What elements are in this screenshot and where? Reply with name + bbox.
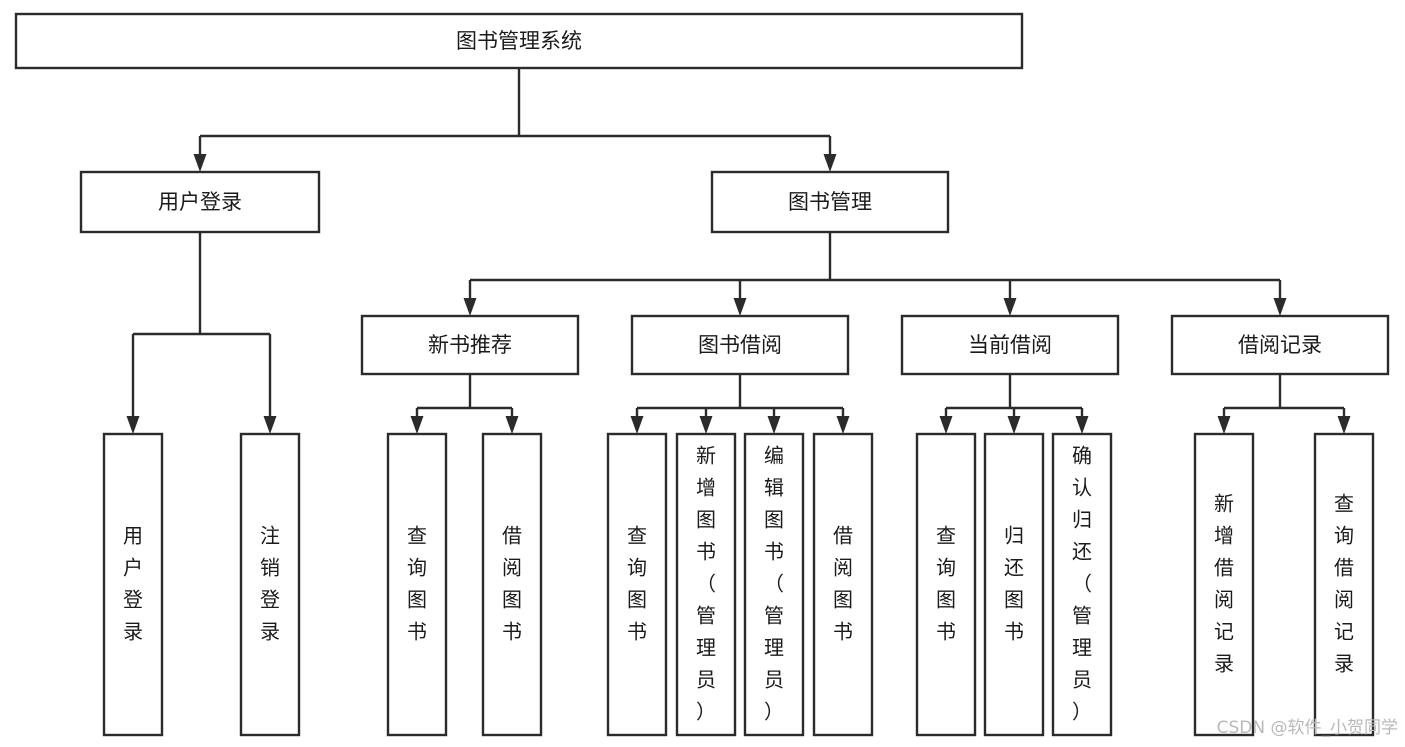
node-label: 查询图书 bbox=[407, 524, 427, 644]
connector-group bbox=[126, 232, 277, 434]
arrow-head-icon bbox=[1003, 298, 1017, 316]
node-label: 借阅图书 bbox=[833, 524, 853, 644]
node-label: 查询图书 bbox=[936, 524, 956, 644]
connector-group bbox=[463, 232, 1287, 316]
node-box[interactable] bbox=[812, 432, 874, 737]
node-user-login[interactable]: 用户登录 bbox=[79, 170, 321, 234]
arrow-head-icon bbox=[1075, 416, 1089, 434]
node-label: 当前借阅 bbox=[968, 333, 1052, 357]
connector-group bbox=[630, 374, 850, 434]
arrow-head-icon bbox=[410, 416, 424, 434]
node-label: 归还图书 bbox=[1004, 524, 1024, 644]
node-box[interactable] bbox=[900, 314, 1120, 376]
arrow-head-icon bbox=[1007, 416, 1021, 434]
node-label: 新书推荐 bbox=[428, 333, 512, 357]
nodes-layer: 图书管理系统用户登录图书管理新书推荐图书借阅当前借阅借阅记录用户登录注销登录查询… bbox=[14, 12, 1390, 737]
node-box[interactable] bbox=[102, 432, 164, 737]
arrow-head-icon bbox=[505, 416, 519, 434]
node-box[interactable] bbox=[915, 432, 977, 737]
node-label: 用户登录 bbox=[123, 524, 143, 644]
node-label: 图书借阅 bbox=[698, 333, 782, 357]
node-box[interactable] bbox=[14, 12, 1024, 70]
node-book-management[interactable]: 图书管理 bbox=[710, 170, 950, 234]
arrow-head-icon bbox=[193, 154, 207, 172]
node-label: 查询借阅记录 bbox=[1334, 492, 1354, 676]
arrow-head-icon bbox=[836, 416, 850, 434]
arrow-head-icon bbox=[939, 416, 953, 434]
node-current-borrow[interactable]: 当前借阅 bbox=[900, 314, 1120, 376]
node-borrow-record[interactable]: 借阅记录 bbox=[1170, 314, 1390, 376]
node-box[interactable] bbox=[386, 432, 448, 737]
node-label: 图书管理 bbox=[788, 190, 872, 214]
node-label: 编辑图书（管理员） bbox=[764, 444, 784, 724]
node-box[interactable] bbox=[1193, 432, 1255, 737]
node-box[interactable] bbox=[675, 432, 737, 737]
node-leaf-query-borrow-record[interactable]: 查询借阅记录 bbox=[1313, 432, 1375, 737]
node-box[interactable] bbox=[630, 314, 850, 376]
csdn-watermark: CSDN @软件_小贺同学 bbox=[1217, 718, 1398, 738]
node-leaf-query-book-borrow[interactable]: 查询图书 bbox=[606, 432, 668, 737]
node-label: 借阅图书 bbox=[502, 524, 522, 644]
arrow-head-icon bbox=[263, 416, 277, 434]
arrow-head-icon bbox=[463, 298, 477, 316]
node-box[interactable] bbox=[239, 432, 301, 737]
node-leaf-return-book[interactable]: 归还图书 bbox=[983, 432, 1045, 737]
node-leaf-borrow-book[interactable]: 借阅图书 bbox=[812, 432, 874, 737]
node-box[interactable] bbox=[743, 432, 805, 737]
node-label: 借阅记录 bbox=[1238, 333, 1322, 357]
node-new-book-recommend[interactable]: 新书推荐 bbox=[360, 314, 580, 376]
connectors-layer bbox=[126, 68, 1351, 434]
node-box[interactable] bbox=[606, 432, 668, 737]
node-label: 图书管理系统 bbox=[456, 29, 582, 53]
node-root[interactable]: 图书管理系统 bbox=[14, 12, 1024, 70]
node-leaf-query-book-recommend[interactable]: 查询图书 bbox=[386, 432, 448, 737]
node-box[interactable] bbox=[481, 432, 543, 737]
node-box[interactable] bbox=[1051, 432, 1113, 737]
node-leaf-borrow-book-recommend[interactable]: 借阅图书 bbox=[481, 432, 543, 737]
arrow-head-icon bbox=[126, 416, 140, 434]
arrow-head-icon bbox=[1337, 416, 1351, 434]
node-leaf-query-book-current[interactable]: 查询图书 bbox=[915, 432, 977, 737]
node-leaf-confirm-return-admin[interactable]: 确认归还（管理员） bbox=[1051, 432, 1113, 737]
node-box[interactable] bbox=[1313, 432, 1375, 737]
node-box[interactable] bbox=[1170, 314, 1390, 376]
node-leaf-add-book-admin[interactable]: 新增图书（管理员） bbox=[675, 432, 737, 737]
node-box[interactable] bbox=[710, 170, 950, 234]
node-label: 新增图书（管理员） bbox=[696, 444, 716, 724]
node-leaf-logout-login[interactable]: 注销登录 bbox=[239, 432, 301, 737]
node-leaf-edit-book-admin[interactable]: 编辑图书（管理员） bbox=[743, 432, 805, 737]
node-leaf-user-login[interactable]: 用户登录 bbox=[102, 432, 164, 737]
node-label: 确认归还（管理员） bbox=[1072, 444, 1092, 724]
arrow-head-icon bbox=[1273, 298, 1287, 316]
arrow-head-icon bbox=[630, 416, 644, 434]
connector-group bbox=[410, 374, 519, 434]
connector-group bbox=[193, 68, 837, 172]
node-label: 查询图书 bbox=[627, 524, 647, 644]
node-label: 新增借阅记录 bbox=[1214, 492, 1234, 676]
node-leaf-add-borrow-record[interactable]: 新增借阅记录 bbox=[1193, 432, 1255, 737]
node-box[interactable] bbox=[983, 432, 1045, 737]
connector-group bbox=[1217, 374, 1351, 434]
node-label: 用户登录 bbox=[158, 190, 242, 214]
arrow-head-icon bbox=[699, 416, 713, 434]
node-label: 注销登录 bbox=[260, 524, 280, 644]
node-box[interactable] bbox=[79, 170, 321, 234]
arrow-head-icon bbox=[767, 416, 781, 434]
node-book-borrow[interactable]: 图书借阅 bbox=[630, 314, 850, 376]
connector-group bbox=[939, 374, 1089, 434]
arrow-head-icon bbox=[1217, 416, 1231, 434]
node-box[interactable] bbox=[360, 314, 580, 376]
arrow-head-icon bbox=[733, 298, 747, 316]
arrow-head-icon bbox=[823, 154, 837, 172]
